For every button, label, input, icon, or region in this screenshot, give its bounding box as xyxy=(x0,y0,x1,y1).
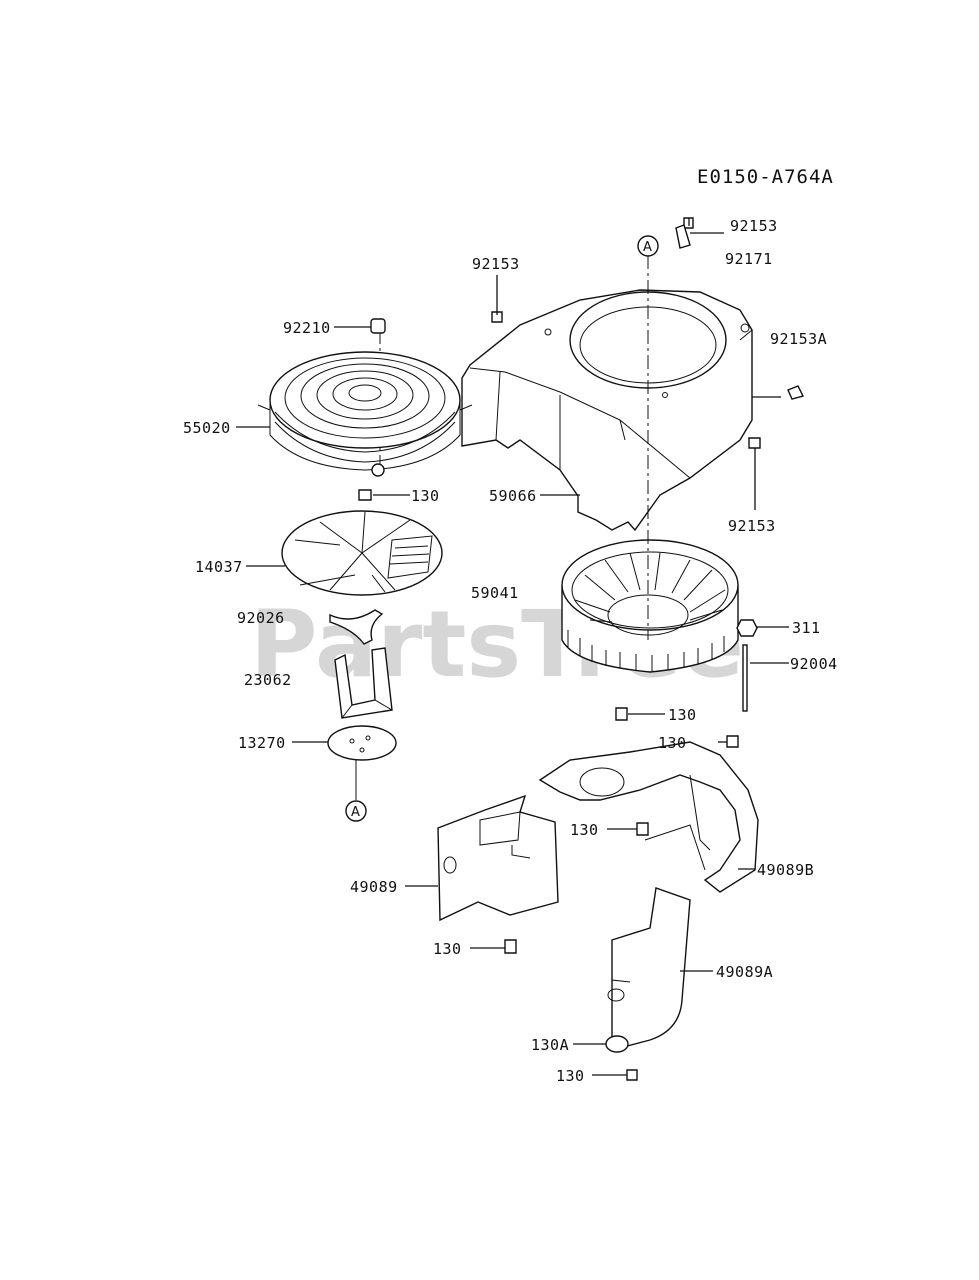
label-130-lower-left: 130 xyxy=(433,940,462,958)
label-92171: 92171 xyxy=(725,250,773,268)
label-49089A: 49089A xyxy=(716,963,773,981)
label-14037: 14037 xyxy=(195,558,243,576)
label-92153-left: 92153 xyxy=(472,255,520,273)
washer-92026 xyxy=(329,609,384,645)
label-130-plate-right: 130 xyxy=(658,734,687,752)
label-130-mid: 130 xyxy=(668,706,697,724)
label-311: 311 xyxy=(792,619,821,637)
label-59041: 59041 xyxy=(471,584,519,602)
reference-marker-a-bottom: A xyxy=(345,760,367,822)
label-49089: 49089 xyxy=(350,878,398,896)
label-130-fan-plate: 130 xyxy=(411,487,440,505)
baffle-49089B xyxy=(538,741,759,893)
nut-92210 xyxy=(370,318,386,334)
svg-text:A: A xyxy=(643,240,652,255)
baffle-49089 xyxy=(437,794,559,922)
label-49089B: 49089B xyxy=(757,861,814,879)
baffle-49089A xyxy=(607,887,691,1051)
label-92210: 92210 xyxy=(283,319,331,337)
label-92153-lower: 92153 xyxy=(728,517,776,535)
reference-marker-a-top: A xyxy=(637,235,659,257)
cooling-fan-59041 xyxy=(561,539,739,673)
fan-guard-55020 xyxy=(257,351,473,477)
label-59066: 59066 xyxy=(489,487,537,505)
label-92004: 92004 xyxy=(790,655,838,673)
rotating-screen-14037 xyxy=(281,510,443,596)
label-23062: 23062 xyxy=(244,671,292,689)
svg-text:A: A xyxy=(351,805,360,820)
label-55020: 55020 xyxy=(183,419,231,437)
label-130-bottom: 130 xyxy=(556,1067,585,1085)
label-92153A: 92153A xyxy=(770,330,827,348)
label-13270: 13270 xyxy=(238,734,286,752)
bolt-icons xyxy=(358,217,805,1081)
label-92026: 92026 xyxy=(237,609,285,627)
bracket-23062 xyxy=(334,647,393,719)
plate-13270 xyxy=(327,725,397,761)
diagram-code: E0150-A764A xyxy=(697,166,834,188)
label-130-plate-center: 130 xyxy=(570,821,599,839)
label-92153-top-right: 92153 xyxy=(730,217,778,235)
label-130A: 130A xyxy=(531,1036,569,1054)
leader-lines xyxy=(236,218,789,1076)
